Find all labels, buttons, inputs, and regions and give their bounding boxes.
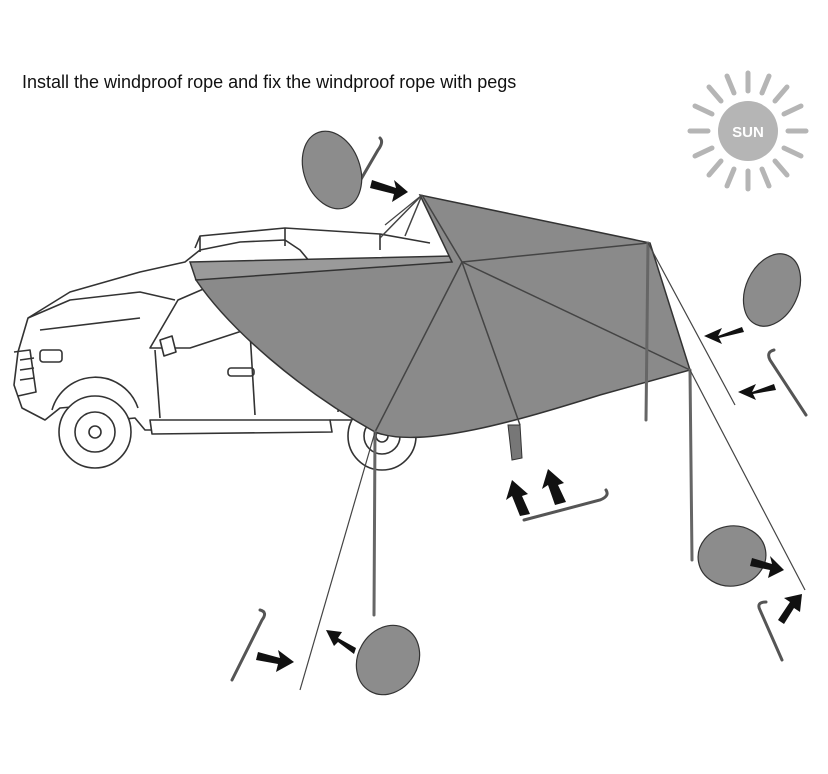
- hand-icon: [301, 130, 802, 696]
- front-wheel: [58, 395, 132, 469]
- sun-rays: [687, 70, 809, 192]
- sun-icon: SUN: [687, 70, 809, 192]
- peg-icon: [230, 136, 808, 682]
- arrow-icon: [256, 180, 802, 672]
- sun-label: SUN: [732, 124, 764, 141]
- awning-illustration: [188, 193, 806, 691]
- sun-disc: [718, 101, 778, 161]
- awning-canopy: [194, 193, 691, 439]
- instruction-caption: Install the windproof rope and fix the w…: [22, 72, 517, 92]
